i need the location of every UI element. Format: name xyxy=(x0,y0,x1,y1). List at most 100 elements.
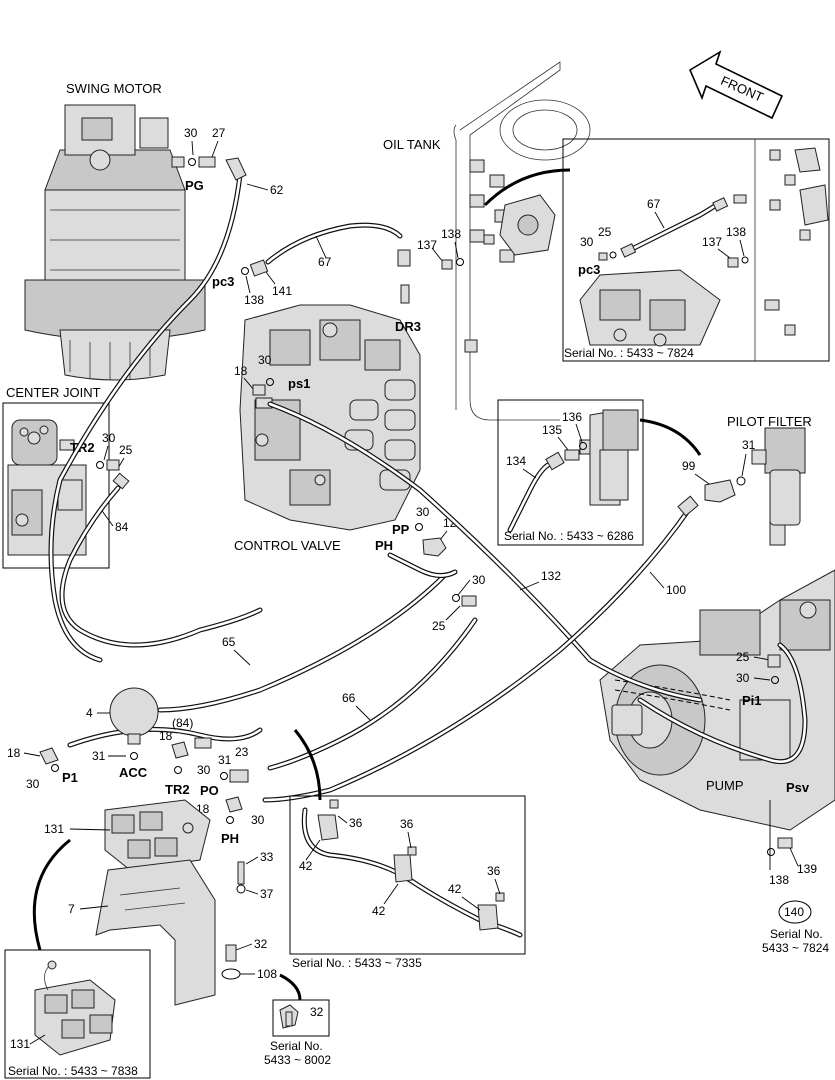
pg-port-plate xyxy=(171,156,185,168)
connector-141 xyxy=(249,259,269,277)
callout-65: 65 xyxy=(222,635,236,649)
dr3-plug xyxy=(400,284,410,304)
mounting-bracket xyxy=(95,859,216,1006)
callout-138-pump: 138 xyxy=(769,873,789,887)
connector-18-ps1 xyxy=(252,384,266,396)
callout-140-circle xyxy=(778,900,812,924)
callout-37: 37 xyxy=(260,887,274,901)
tee-fitting-12 xyxy=(422,537,447,557)
control-valve xyxy=(239,304,421,531)
valve-inset xyxy=(4,949,151,1079)
hose-end-100 xyxy=(677,495,699,517)
oring-31-acc xyxy=(130,752,138,760)
callout-139: 139 xyxy=(797,862,817,876)
adapter-27 xyxy=(198,156,216,168)
port-ps1: ps1 xyxy=(288,376,310,391)
callout-25-pi1: 25 xyxy=(736,650,750,664)
pump xyxy=(599,569,835,831)
detail-leader-clamp xyxy=(293,729,322,801)
callout-66: 66 xyxy=(342,691,356,705)
callout-135: 135 xyxy=(542,423,562,437)
callout-42-c: 42 xyxy=(448,882,462,896)
callout-132: 132 xyxy=(541,569,561,583)
oil-tank-label: OIL TANK xyxy=(383,137,441,152)
callout-42-b: 42 xyxy=(372,904,386,918)
washer-37 xyxy=(236,884,246,894)
oring-30-pg xyxy=(188,158,196,166)
serial-pump-inset-2: 5433 ~ 7824 xyxy=(762,941,829,955)
dr3-fitting xyxy=(397,249,411,267)
serial-pilot-filter-inset: Serial No. : 5433 ~ 6286 xyxy=(504,529,634,543)
callout-32-inset: 32 xyxy=(310,1005,324,1019)
oring-138-cv xyxy=(241,267,249,275)
port-pc3-inset: pc3 xyxy=(578,262,600,277)
center-joint-box xyxy=(2,402,110,569)
oil-tank-inset xyxy=(562,138,830,362)
oring-30-pp xyxy=(415,523,423,531)
callout-7: 7 xyxy=(68,902,75,916)
callout-32: 32 xyxy=(254,937,268,951)
callout-99: 99 xyxy=(682,459,696,473)
oring-30-ph xyxy=(452,594,460,602)
callout-36-a: 36 xyxy=(349,816,363,830)
pump-label: PUMP xyxy=(706,778,744,793)
oring-31-po xyxy=(220,772,228,780)
callout-31-pf: 31 xyxy=(742,438,756,452)
callout-67-inset: 67 xyxy=(647,197,661,211)
port-pc3: pc3 xyxy=(212,274,234,289)
serial-oil-tank-inset: Serial No. : 5433 ~ 7824 xyxy=(564,346,694,360)
port-p1: P1 xyxy=(62,770,78,785)
adapter-23 xyxy=(229,769,249,783)
detail-leader-pilot-filter xyxy=(639,418,702,456)
center-joint-label: CENTER JOINT xyxy=(6,385,101,400)
elbow-62 xyxy=(225,157,247,181)
callout-18-left: 18 xyxy=(7,746,21,760)
callout-31-acc: 31 xyxy=(92,749,106,763)
callout-18-ps1: 18 xyxy=(234,364,248,378)
callout-131: 131 xyxy=(44,822,64,836)
callout-138-inset: 138 xyxy=(726,225,746,239)
callout-84-paren: (84) xyxy=(172,716,193,730)
port-tr2-lower: TR2 xyxy=(165,782,190,797)
callout-18-tr2: 18 xyxy=(159,729,173,743)
callout-25-inset: 25 xyxy=(598,225,612,239)
oring-30-tr2b xyxy=(174,766,182,774)
oring-31-pf xyxy=(736,476,746,486)
clamp-inset xyxy=(289,795,526,955)
oil-tank xyxy=(453,61,591,421)
callout-42-a: 42 xyxy=(299,859,313,873)
detail-leader-valve xyxy=(32,838,71,951)
callout-30-pp: 30 xyxy=(416,505,430,519)
callout-30-tr2: 30 xyxy=(102,431,116,445)
swing-motor-label: SWING MOTOR xyxy=(66,81,162,96)
pilot-filter-label: PILOT FILTER xyxy=(727,414,812,429)
oring-30-ps1 xyxy=(266,378,274,386)
elbow-18-tr2 xyxy=(171,741,189,759)
pilot-filter xyxy=(751,427,806,546)
connector-25-pi1 xyxy=(767,654,781,668)
callout-108: 108 xyxy=(257,967,277,981)
callout-138-tank: 138 xyxy=(441,227,461,241)
callout-62: 62 xyxy=(270,183,284,197)
bolt-32 xyxy=(225,944,237,962)
port-pp: PP xyxy=(392,522,410,537)
plug-139 xyxy=(777,837,793,849)
callout-33: 33 xyxy=(260,850,274,864)
callout-67: 67 xyxy=(318,255,332,269)
callout-30-ps1: 30 xyxy=(258,353,272,367)
port-ph: PH xyxy=(375,538,393,553)
port-psv: Psv xyxy=(786,780,810,795)
callout-137-tank: 137 xyxy=(417,238,437,252)
tee-99 xyxy=(704,479,736,503)
callout-25-ph: 25 xyxy=(432,619,446,633)
control-valve-label: CONTROL VALVE xyxy=(234,538,341,553)
connector-25-ph xyxy=(461,595,477,607)
serial-clamp-inset: Serial No. : 5433 ~ 7335 xyxy=(292,956,422,970)
callout-31-po: 31 xyxy=(218,753,232,767)
connector-25-tr2 xyxy=(106,459,120,471)
front-arrow: FRONT xyxy=(688,50,784,120)
pilot-filter-inset xyxy=(497,399,644,546)
serial-valve-inset: Serial No. : 5433 ~ 7838 xyxy=(8,1064,138,1078)
elbow-18-po xyxy=(225,796,243,813)
